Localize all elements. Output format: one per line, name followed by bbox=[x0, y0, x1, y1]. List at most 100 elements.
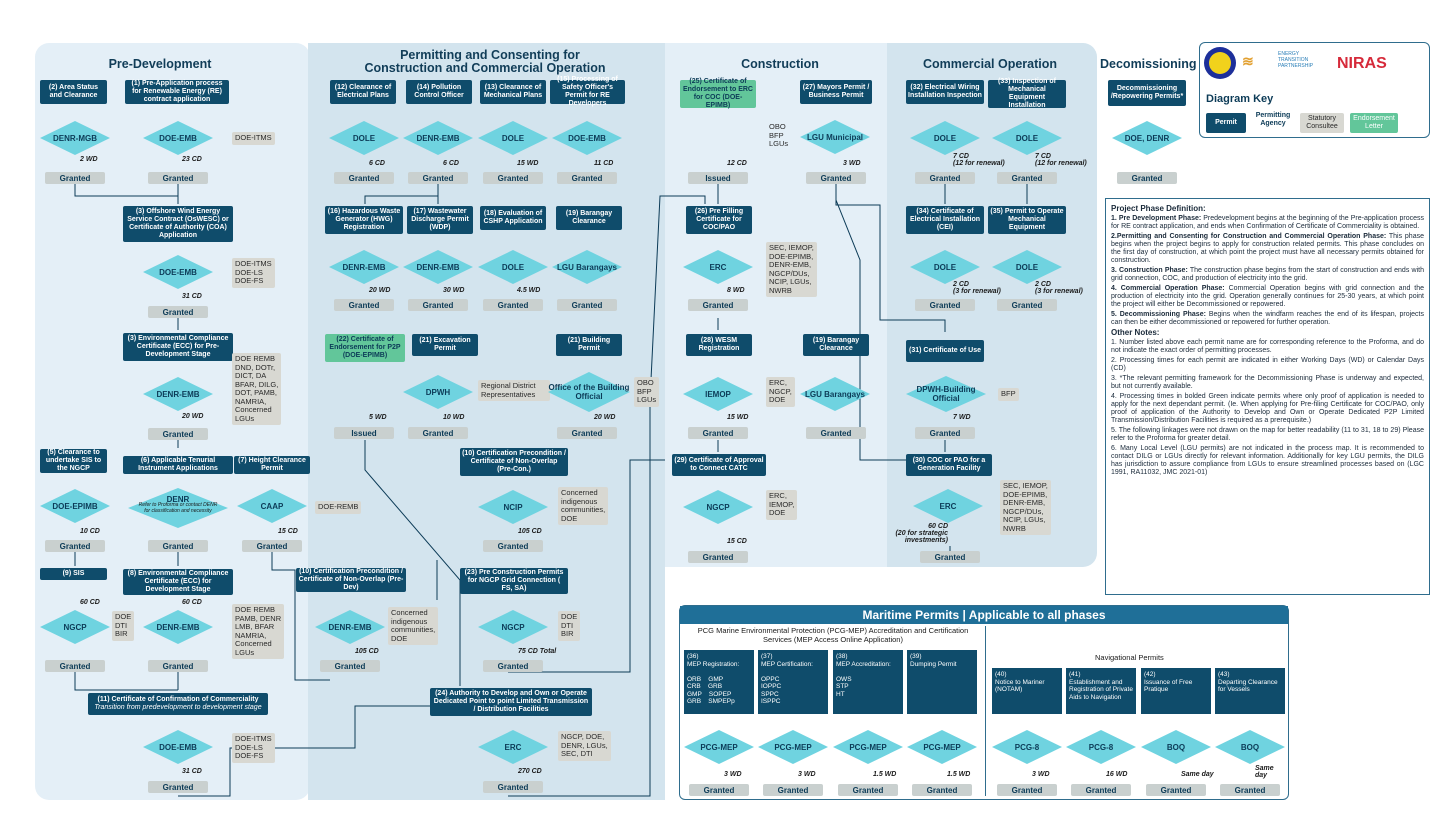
permit-11-commerciality[interactable]: (11) Certificate of Confirmation of Comm… bbox=[88, 693, 268, 715]
title-pre: Pre-Development bbox=[108, 57, 212, 71]
agency-dpwh: DPWH bbox=[403, 375, 473, 409]
maritime-41[interactable]: (41) Establishment and Registration of P… bbox=[1066, 668, 1136, 714]
permit-35[interactable]: (35) Permit to Operate Mechanical Equipm… bbox=[988, 206, 1066, 234]
maritime-36[interactable]: (36) MEP Registration: ORB GMP CRB GRB G… bbox=[684, 650, 754, 714]
permit-32[interactable]: (32) Electrical Wiring Installation Insp… bbox=[906, 80, 984, 104]
maritime-38[interactable]: (38) MEP Accreditation: OWS STP HT bbox=[833, 650, 903, 714]
time-24: 270 CD bbox=[518, 768, 542, 775]
def-3: 3. Construction Phase: The construction … bbox=[1111, 267, 1424, 282]
permit-18[interactable]: (18) Evaluation of CSHP Application bbox=[480, 206, 546, 230]
maritime-39[interactable]: (39) Dumping Permit bbox=[907, 650, 977, 714]
time-34: 2 CD(3 for renewal) bbox=[953, 281, 1001, 295]
permit-34[interactable]: (34) Certificate of Electrical Installat… bbox=[906, 206, 984, 234]
permit-5-sis-clearance[interactable]: (5) Clearance to undertake SIS to the NG… bbox=[40, 449, 107, 473]
permit-3-ecc-pre[interactable]: (3) Environmental Compliance Certificate… bbox=[123, 333, 233, 361]
permit-21-building[interactable]: (21) Building Permit bbox=[556, 334, 622, 356]
permit-6-tenurial[interactable]: (6) Applicable Tenurial Instrument Appli… bbox=[123, 456, 233, 474]
permit-19-barangay-cons[interactable]: (19) Barangay Clearance bbox=[803, 334, 869, 356]
permit-12[interactable]: (12) Clearance of Electrical Plans bbox=[330, 80, 396, 104]
key-permit: Permit bbox=[1206, 113, 1246, 133]
time-28: 15 WD bbox=[727, 414, 749, 421]
permit-19[interactable]: (19) Barangay Clearance bbox=[556, 206, 622, 230]
def-2: 2.Permitting and Consenting for Construc… bbox=[1111, 233, 1424, 264]
permit-30-coc-pao[interactable]: (30) COC or PAO for a Generation Facilit… bbox=[906, 454, 992, 476]
permit-17[interactable]: (17) Wastewater Discharge Permit (WDP) bbox=[407, 206, 473, 234]
granted-1: Granted bbox=[148, 172, 208, 184]
seal-logo bbox=[1204, 47, 1236, 79]
diagram-key: ≋ ENERGY TRANSITION PARTNERSHIP NIRAS Di… bbox=[1199, 42, 1430, 138]
time-42: Same day bbox=[1181, 771, 1214, 778]
time-13: 15 WD bbox=[517, 160, 539, 167]
title-perm-2: Construction and Commercial Operation bbox=[364, 61, 606, 75]
permit-1-pre-application[interactable]: (1) Pre-Application process for Renewabl… bbox=[125, 80, 229, 104]
permit-25-endorsement-erc[interactable]: (25) Certificate of Endorsement to ERC f… bbox=[680, 78, 756, 109]
permit-28-wesm[interactable]: (28) WESM Registration bbox=[686, 334, 752, 356]
maritime-37[interactable]: (37) MEP Certification: OPPC IOPPC SPPC … bbox=[758, 650, 828, 714]
time-41: 16 WD bbox=[1106, 771, 1128, 778]
agency-erc-24: ERC bbox=[478, 730, 548, 764]
agency-doe-emb-3: DOE-EMB bbox=[143, 255, 213, 289]
agency-pcg-mep-37: PCG-MEP bbox=[758, 730, 828, 764]
agency-boq-43: BOQ bbox=[1215, 730, 1285, 764]
agency-building-official: Office of the Building Official bbox=[548, 372, 630, 412]
maritime-panel: Maritime Permits | Applicable to all pha… bbox=[679, 605, 1289, 800]
permit-14[interactable]: (14) Pollution Control Officer bbox=[406, 80, 472, 104]
note-1: 1. Number listed above each permit name … bbox=[1111, 339, 1424, 354]
permit-31-cert-of-use[interactable]: (31) Certificate of Use bbox=[906, 340, 984, 362]
maritime-40[interactable]: (40) Notice to Mariner (NOTAM) bbox=[992, 668, 1062, 714]
agency-ngcp-29: NGCP bbox=[683, 490, 753, 524]
granted-36: Granted bbox=[689, 784, 749, 796]
permit-21-excavation[interactable]: (21) Excavation Permit bbox=[412, 334, 478, 356]
agency-ngcp-23: NGCP bbox=[478, 610, 548, 644]
key-agency: Permitting Agency bbox=[1255, 112, 1291, 127]
maritime-header: Maritime Permits | Applicable to all pha… bbox=[680, 606, 1288, 624]
granted-14: Granted bbox=[408, 172, 468, 184]
permit-15[interactable]: (15) Processing of Safety Officer's Perm… bbox=[550, 76, 625, 107]
agency-erc-26: ERC bbox=[683, 250, 753, 284]
time-43: Same day bbox=[1255, 765, 1274, 779]
granted-27: Granted bbox=[806, 172, 866, 184]
time-40: 3 WD bbox=[1032, 771, 1050, 778]
maritime-divider bbox=[985, 626, 986, 796]
granted-5: Granted bbox=[45, 540, 105, 552]
maritime-43[interactable]: (43) Departing Clearance for Vessels bbox=[1215, 668, 1285, 714]
consultee-3e: DOE REMB DND, DOTr, DICT, DA BFAR, DILG,… bbox=[232, 353, 282, 425]
granted-23: Granted bbox=[483, 660, 543, 672]
granted-10: Granted bbox=[320, 660, 380, 672]
permit-8-ecc-dev[interactable]: (8) Environmental Compliance Certificate… bbox=[123, 569, 233, 595]
permit-3-oswesc[interactable]: (3) Offshore Wind Energy Service Contrac… bbox=[123, 206, 233, 242]
agency-lgu-municipal: LGU Municipal bbox=[800, 120, 870, 154]
permit-2-area-status[interactable]: (2) Area Status and Clearance bbox=[40, 80, 107, 104]
phase-permitting bbox=[308, 43, 665, 800]
granted-21e: Granted bbox=[408, 427, 468, 439]
permit-16[interactable]: (16) Hazardous Waste Generator (HWG) Reg… bbox=[325, 206, 403, 234]
permit-23-pre-construction[interactable]: (23) Pre Construction Permits for NGCP G… bbox=[460, 568, 568, 594]
consultee-21b: OBO BFP LGUs bbox=[634, 377, 660, 407]
consultee-11: DOE-ITMS DOE-LS DOE-FS bbox=[232, 733, 275, 763]
granted-6: Granted bbox=[148, 540, 208, 552]
permit-9-sis[interactable]: (9) SIS bbox=[40, 568, 107, 580]
permit-29-catc[interactable]: (29) Certificate of Approval to Connect … bbox=[672, 454, 766, 476]
maritime-42[interactable]: (42) Issuance of Free Pratique bbox=[1141, 668, 1211, 714]
def-5: 5. Decommissioning Phase: Begins when th… bbox=[1111, 311, 1424, 326]
title-perm-1: Permitting and Consenting for bbox=[400, 48, 580, 62]
permit-13[interactable]: (13) Clearance of Mechanical Plans bbox=[480, 80, 546, 104]
agency-dole-18: DOLE bbox=[478, 250, 548, 284]
permit-10-non-overlap-predev[interactable]: (10) Certification Precondition / Certif… bbox=[296, 568, 406, 592]
permit-27-mayors[interactable]: (27) Mayors Permit / Business Permit bbox=[800, 80, 872, 104]
agency-lgu-barangays: LGU Barangays bbox=[552, 250, 622, 284]
granted-33: Granted bbox=[997, 172, 1057, 184]
granted-32: Granted bbox=[915, 172, 975, 184]
agency-dole-12: DOLE bbox=[329, 121, 399, 155]
granted-19: Granted bbox=[557, 299, 617, 311]
permit-10-non-overlap-precon[interactable]: (10) Certification Precondition / Certif… bbox=[460, 448, 568, 476]
permit-22-endorsement[interactable]: (22) Certificate of Endorsement for P2P … bbox=[325, 334, 405, 362]
permit-7-height-clearance[interactable]: (7) Height Clearance Permit bbox=[234, 456, 310, 474]
agency-denr-6: DENR bbox=[128, 488, 228, 528]
permit-24-authority[interactable]: (24) Authority to Develop and Own or Ope… bbox=[430, 688, 592, 716]
permit-26-prefiling[interactable]: (26) Pre Filling Certificate for COC/PAO bbox=[686, 206, 752, 234]
time-1: 23 CD bbox=[182, 156, 202, 163]
permit-decommissioning[interactable]: Decommissioning /Repowering Permits* bbox=[1108, 80, 1186, 106]
time-37: 3 WD bbox=[798, 771, 816, 778]
permit-33[interactable]: (33) Inspection of Mechanical Equipment … bbox=[988, 78, 1066, 109]
